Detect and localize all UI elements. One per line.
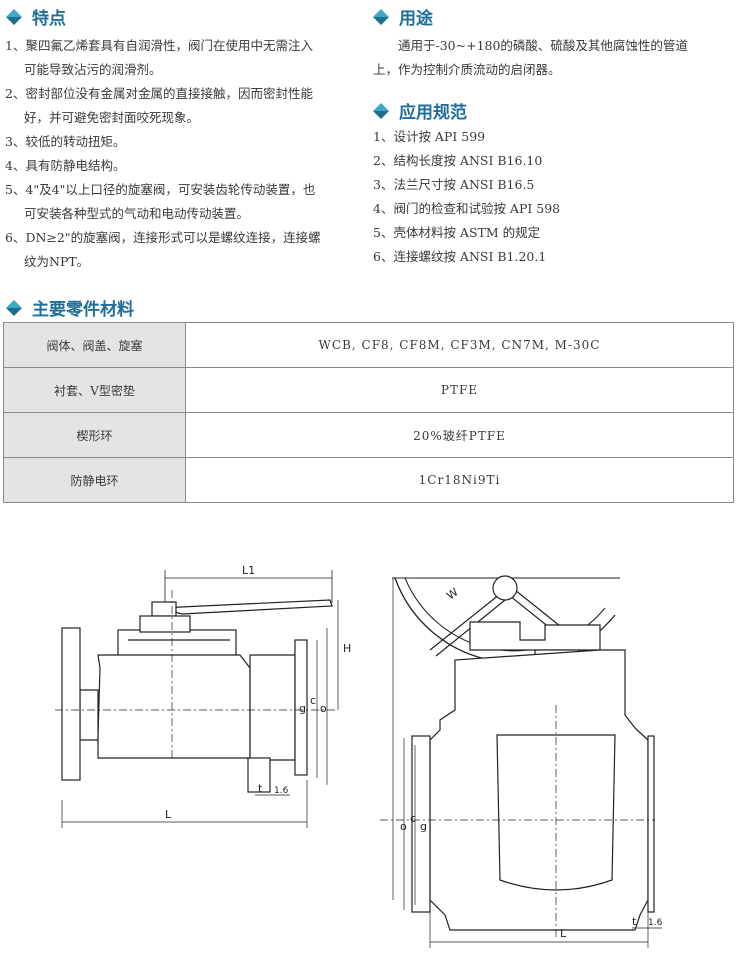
usage-line-2: 上，作为控制介质流动的启闭器。: [373, 62, 561, 77]
usage-heading: 用途: [373, 4, 433, 29]
diamond-bullet-icon: [6, 299, 22, 316]
table-row: 阀体、阀盖、旋塞 WCB, CF8, CF8M, CF3M, CN7M, M-3…: [3, 322, 734, 368]
table-row: 楔形环 20%玻纤PTFE: [3, 412, 734, 458]
part-cell: 阀体、阀盖、旋塞: [3, 322, 186, 368]
dim-label-c: c: [410, 812, 416, 825]
standards-list: 1、设计按 API 599 2、结构长度按 ANSI B16.10 3、法兰尺寸…: [373, 125, 560, 269]
dim-label-l1: L1: [242, 564, 255, 577]
materials-title: 主要零件材料: [32, 300, 134, 320]
usage-title: 用途: [399, 9, 433, 29]
usage-text: 通用于-30~+180的磷酸、硫酸及其他腐蚀性的管道 上，作为控制介质流动的启闭…: [373, 34, 688, 82]
standards-heading: 应用规范: [373, 98, 467, 123]
dim-label-l: L: [165, 808, 172, 821]
list-item: 5、壳体材料按 ASTM 的规定: [373, 225, 541, 240]
table-row: 防静电环 1Cr18Ni9Ti: [3, 457, 734, 503]
diamond-bullet-icon: [373, 102, 389, 119]
roughness-label: 1.6: [648, 918, 663, 928]
diamond-bullet-icon: [373, 8, 389, 25]
dim-label-t: t: [632, 915, 637, 928]
material-cell: 1Cr18Ni9Ti: [185, 457, 734, 503]
material-cell: WCB, CF8, CF8M, CF3M, CN7M, M-30C: [185, 322, 734, 368]
list-item: 2、密封部位没有金属对金属的直接接触，因而密封性能: [5, 86, 313, 101]
standards-title: 应用规范: [399, 103, 467, 123]
dim-label-o: o: [320, 702, 327, 715]
table-row: 衬套、V型密垫 PTFE: [3, 367, 734, 413]
list-item: 2、结构长度按 ANSI B16.10: [373, 153, 543, 168]
list-item: 3、法兰尺寸按 ANSI B16.5: [373, 177, 535, 192]
dim-label-g: g: [420, 820, 427, 833]
diamond-bullet-icon: [6, 8, 22, 25]
dim-label-g: g: [299, 702, 306, 715]
list-item: 6、DN≥2"的旋塞阀，连接形式可以是螺纹连接，连接螺: [5, 230, 321, 245]
features-heading: 特点: [6, 4, 66, 29]
features-title: 特点: [32, 9, 66, 29]
material-cell: PTFE: [185, 367, 734, 413]
list-item-cont: 可安装各种型式的气动和电动传动装置。: [24, 206, 250, 221]
list-item: 6、连接螺纹按 ANSI B1.20.1: [373, 249, 547, 264]
side-view-drawing: [55, 570, 339, 828]
usage-line-1: 通用于-30~+180的磷酸、硫酸及其他腐蚀性的管道: [398, 38, 688, 53]
dim-label-l: L: [560, 927, 567, 940]
list-item: 4、阀门的检查和试验按 API 598: [373, 201, 561, 216]
materials-heading: 主要零件材料: [6, 295, 134, 320]
part-cell: 楔形环: [3, 412, 186, 458]
material-cell: 20%玻纤PTFE: [185, 412, 734, 458]
dim-label-c: c: [310, 694, 316, 707]
list-item: 1、设计按 API 599: [373, 129, 486, 144]
list-item: 3、较低的转动扭矩。: [5, 134, 126, 149]
part-cell: 防静电环: [3, 457, 186, 503]
roughness-label: 1.6: [274, 786, 289, 796]
part-cell: 衬套、V型密垫: [3, 367, 186, 413]
list-item-cont: 好，并可避免密封面咬死现象。: [24, 110, 200, 125]
dim-label-t: t: [258, 782, 263, 795]
list-item: 5、4"及4"以上口径的旋塞阀，可安装齿轮传动装置，也: [5, 182, 316, 197]
front-view-drawing: [380, 575, 662, 948]
dim-label-h: H: [343, 642, 351, 655]
materials-table: 阀体、阀盖、旋塞 WCB, CF8, CF8M, CF3M, CN7M, M-3…: [3, 322, 734, 503]
features-list: 1、聚四氟乙烯套具有自润滑性，阀门在使用中无需注入 可能导致沾污的润滑剂。 2、…: [5, 34, 321, 274]
list-item: 4、具有防静电结构。: [5, 158, 126, 173]
dim-label-w: W: [444, 585, 460, 602]
list-item-cont: 可能导致沾污的润滑剂。: [24, 62, 162, 77]
list-item: 1、聚四氟乙烯套具有自润滑性，阀门在使用中无需注入: [5, 38, 313, 53]
dim-label-o: o: [400, 820, 407, 833]
list-item-cont: 纹为NPT。: [24, 254, 90, 269]
